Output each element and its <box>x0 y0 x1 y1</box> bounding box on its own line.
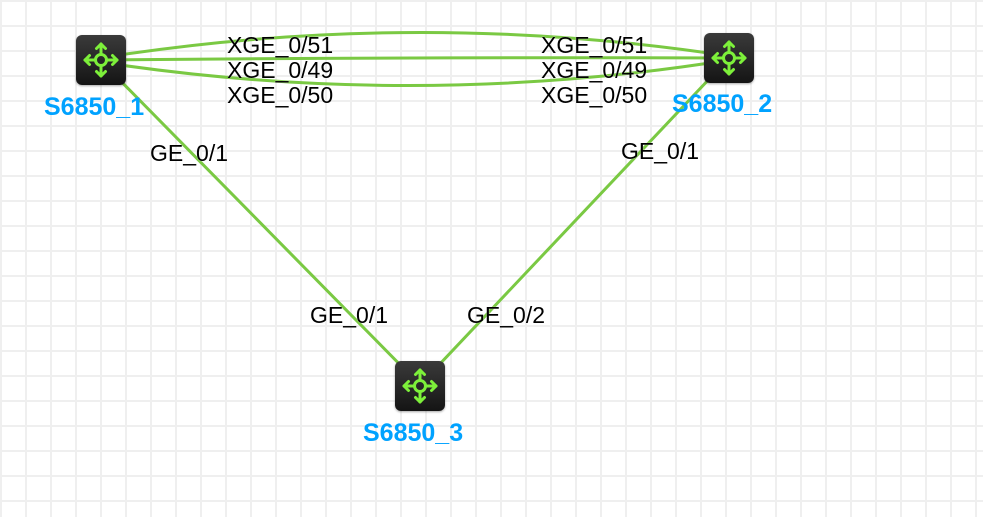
port-label-n2-xge-0-51: XGE_0/51 <box>541 32 648 58</box>
switch-router-icon <box>402 368 438 404</box>
node-label-s6850-2: S6850_2 <box>672 90 773 118</box>
port-label-n1-xge-0-51: XGE_0/51 <box>227 32 334 58</box>
port-label-n3-ge-0-1: GE_0/1 <box>310 302 388 328</box>
port-label-n2-xge-0-49: XGE_0/49 <box>541 57 648 83</box>
port-label-n2-xge-0-50: XGE_0/50 <box>541 82 648 108</box>
port-label-n1-ge-0-1: GE_0/1 <box>150 140 228 166</box>
node-s6850-3[interactable] <box>395 361 445 411</box>
link-xge-0-51[interactable] <box>98 31 731 60</box>
link-xge-0-50[interactable] <box>98 58 731 87</box>
node-s6850-1[interactable] <box>76 35 126 85</box>
port-label-n3-ge-0-2: GE_0/2 <box>467 302 545 328</box>
port-label-n2-ge-0-1: GE_0/1 <box>621 138 699 164</box>
port-label-n1-xge-0-49: XGE_0/49 <box>227 57 334 83</box>
link-n1-n3[interactable] <box>98 58 422 387</box>
node-s6850-2[interactable] <box>704 33 754 83</box>
switch-router-icon <box>83 42 119 78</box>
node-label-s6850-3: S6850_3 <box>363 419 464 447</box>
node-label-s6850-1: S6850_1 <box>44 93 145 121</box>
port-label-n1-xge-0-50: XGE_0/50 <box>227 82 334 108</box>
link-n2-n3[interactable] <box>418 56 731 387</box>
switch-router-icon <box>711 40 747 76</box>
link-xge-0-49[interactable] <box>98 56 731 62</box>
